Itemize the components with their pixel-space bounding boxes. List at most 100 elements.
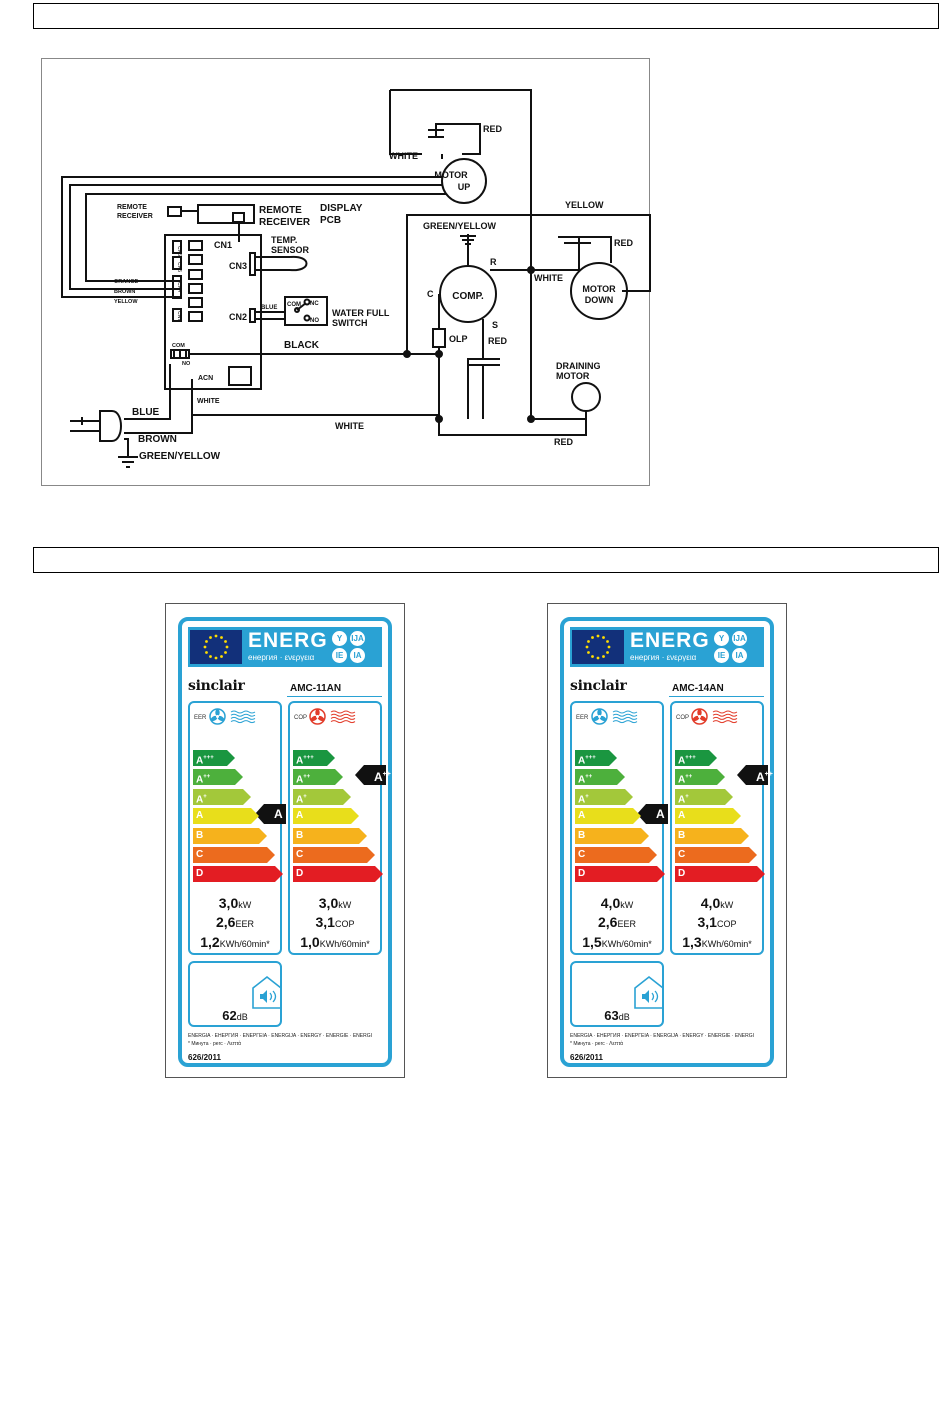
- eu-star: [602, 636, 605, 639]
- efficiency-class-letter: C: [196, 849, 204, 860]
- efficiency-class-bar: A+++: [675, 750, 717, 766]
- com-label: COM: [287, 302, 301, 308]
- efficiency-class-bar: A+: [193, 788, 251, 806]
- efficiency-class-letter: A+++: [678, 755, 696, 767]
- efficiency-class-letter: A+++: [196, 755, 214, 767]
- no-label: NO: [310, 318, 319, 324]
- heating-rating-arrow: A++: [737, 765, 773, 785]
- noise-value: 62dB: [222, 1008, 248, 1023]
- energy-label-header: ENERG енергия · ενεργεια Y IJA IE IA: [188, 627, 382, 667]
- noise-value: 63dB: [604, 1008, 630, 1023]
- efficiency-class-bar: D: [575, 866, 665, 883]
- board-port-label-2: CN5: [176, 262, 182, 272]
- efficiency-class-bar: B: [293, 827, 367, 844]
- efficiency-class-letter: C: [678, 849, 686, 860]
- efficiency-class-bar: C: [193, 847, 275, 863]
- efficiency-class-bar: C: [675, 847, 757, 863]
- r-terminal-label: R: [490, 257, 497, 267]
- efficiency-class-letter: A+: [196, 793, 207, 806]
- orange-label: ORANGE: [114, 279, 138, 285]
- blue-label: BLUE: [132, 407, 160, 418]
- cold-waves-icon: [612, 710, 638, 729]
- efficiency-class-bar: A: [675, 808, 741, 825]
- board-com-label: COM: [172, 343, 185, 349]
- eer-key: EER: [194, 715, 207, 721]
- badge-y: Y: [714, 631, 729, 646]
- c-terminal-label: C: [427, 289, 434, 299]
- motor-up-label-2: UP: [458, 182, 471, 192]
- section-header-bar: [33, 3, 939, 29]
- badge-ie: IE: [714, 648, 729, 663]
- eu-star: [591, 655, 594, 658]
- efficiency-class-bar: A: [293, 808, 359, 825]
- model-name: AMC-14AN: [672, 683, 724, 694]
- heating-rating-arrow: A++: [355, 765, 391, 785]
- remote-receiver-big-label-2: RECEIVER: [259, 217, 311, 228]
- yellow-small-label: YELLOW: [114, 299, 138, 305]
- efficiency-class-bar: A++: [293, 769, 343, 786]
- brown-small-label: BROWN: [114, 289, 135, 295]
- heat-waves-icon: [330, 710, 356, 729]
- cooling-panel: EER A 4,0kW 2,6EER 1,5KWh/60min* A+++A++…: [570, 701, 668, 955]
- cooling-panel: EER A 3,0kW 2,6EER 1,2KWh/60min* A+++A++…: [188, 701, 286, 955]
- badge-ia: IA: [350, 648, 365, 663]
- efficiency-class-bar: D: [193, 866, 283, 883]
- badge-ia: IA: [732, 648, 747, 663]
- minute-footnote: * Минута · perc · Λεπτά: [188, 1041, 241, 1047]
- efficiency-class-letter: A++: [296, 774, 311, 786]
- s-terminal-label: S: [492, 320, 498, 330]
- efficiency-class-letter: A+: [578, 793, 589, 806]
- energy-languages-footer: ENERGIA · ЕНЕРГИЯ · ΕΝΕΡΓΕΙΑ · ENERGIJA …: [188, 1033, 372, 1039]
- energy-title: ENERG: [630, 629, 710, 652]
- eu-star: [606, 640, 609, 643]
- temp-sensor-label-2: SENSOR: [271, 245, 310, 255]
- cn2-label: CN2: [229, 312, 247, 322]
- eer-key: EER: [576, 715, 589, 721]
- brand-logo: sinclair: [188, 678, 245, 694]
- draining-motor-label-1: DRAINING: [556, 361, 601, 371]
- eu-star: [587, 651, 590, 654]
- eu-star: [606, 651, 609, 654]
- efficiency-class-letter: A++: [678, 774, 693, 786]
- efficiency-class-letter: A+++: [296, 755, 314, 767]
- heating-power: 3,0kW: [318, 895, 352, 911]
- eu-flag-icon: [572, 630, 624, 664]
- regulation-number: 626/2011: [570, 1053, 603, 1062]
- green-yellow-top-label: GREEN/YELLOW: [423, 221, 497, 231]
- eu-star: [225, 645, 229, 649]
- board-port-label-4: CN7: [176, 311, 182, 321]
- energy-label-amc-11an: ENERG енергия · ενεργεια Y IJA IE IA sin…: [165, 603, 405, 1078]
- eu-star: [205, 640, 208, 643]
- efficiency-class-bar: B: [193, 827, 267, 844]
- eu-star: [214, 634, 218, 638]
- energy-languages-footer: ENERGIA · ЕНЕРГИЯ · ΕΝΕΡΓΕΙΑ · ENERGIJA …: [570, 1033, 754, 1039]
- heating-cop: 3,1COP: [315, 914, 355, 930]
- heating-panel: COP A++ 3,0kW 3,1COP 1,0KWh/60min* A+++A…: [288, 701, 391, 955]
- energy-subtitle: енергия · ενεργεια: [248, 653, 315, 662]
- heating-cop: 3,1COP: [697, 914, 737, 930]
- cooling-consumption: 1,5KWh/60min*: [582, 934, 652, 950]
- energy-title: ENERG: [248, 629, 328, 652]
- red-motor-down-label: RED: [614, 238, 634, 248]
- efficiency-class-bar: A+: [575, 788, 633, 806]
- badge-ija: IJA: [732, 631, 747, 646]
- eu-star: [587, 640, 590, 643]
- yellow-label: YELLOW: [565, 200, 604, 210]
- badge-y: Y: [332, 631, 347, 646]
- cooling-rating-arrow: A: [637, 804, 668, 824]
- badge-ija: IJA: [350, 631, 365, 646]
- efficiency-class-letter: D: [296, 868, 304, 880]
- heat-waves-icon: [712, 710, 738, 729]
- remote-receiver-big-label-1: REMOTE: [259, 205, 302, 216]
- motor-down-label-1: MOTOR: [582, 284, 616, 294]
- model-underline: [669, 696, 764, 697]
- efficiency-class-letter: A: [678, 810, 686, 822]
- fan-red-icon: [691, 708, 708, 725]
- regulation-number: 626/2011: [188, 1053, 221, 1062]
- eu-star: [209, 636, 212, 639]
- energy-label-header: ENERG енергия · ενεργεια Y IJA IE IA: [570, 627, 764, 667]
- noise-panel: 63dB: [570, 961, 664, 1027]
- efficiency-class-letter: A+: [678, 793, 689, 806]
- remote-receiver-small-label-1: REMOTE: [117, 204, 147, 211]
- board-no-label: NO: [182, 361, 191, 367]
